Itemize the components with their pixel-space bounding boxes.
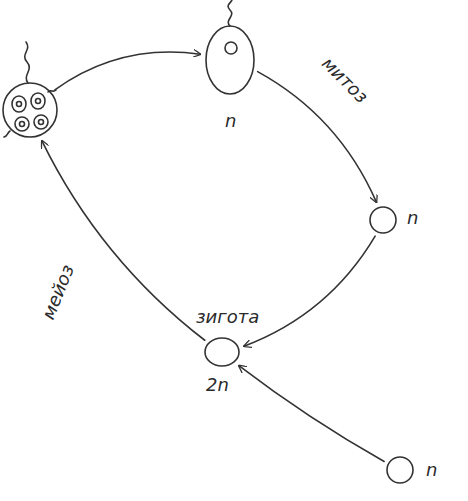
process-label: мейоз: [37, 260, 78, 324]
ploidy-label: n: [426, 460, 437, 480]
gamete-cell: n: [369, 206, 397, 234]
daughter-cell: [12, 96, 26, 112]
cell-outline: [2, 82, 58, 138]
ploidy-label: 2n: [206, 375, 229, 395]
cell-outline: [369, 206, 397, 234]
nucleus: [36, 99, 41, 104]
cycle-arrow: [244, 236, 375, 346]
daughter-cell: [31, 93, 45, 109]
cycle-arrow: [55, 52, 200, 90]
process-label: митоз: [317, 52, 374, 109]
flagellate-cell: n: [205, 25, 255, 95]
cycle-arrow: [239, 366, 384, 462]
nucleus: [225, 42, 237, 54]
flagellum: [4, 131, 10, 137]
flagellum: [25, 42, 30, 83]
nucleus: [39, 120, 44, 125]
zygote-cell: зигота2n: [204, 337, 240, 367]
flagellum: [228, 0, 232, 26]
cell-outline: [205, 25, 255, 95]
daughter-cell: [34, 115, 48, 129]
nucleus: [17, 102, 22, 107]
ploidy-label: n: [407, 208, 418, 228]
daughter-cell: [15, 117, 29, 131]
cell-outline: [204, 337, 240, 367]
cycle-arrow: [42, 141, 205, 340]
nucleus: [20, 122, 25, 127]
gamete-cell: n: [386, 456, 414, 484]
dividing-cell: [2, 82, 58, 138]
ploidy-label: n: [225, 111, 236, 131]
zygote-label: зигота: [196, 307, 259, 327]
cell-outline: [386, 456, 414, 484]
